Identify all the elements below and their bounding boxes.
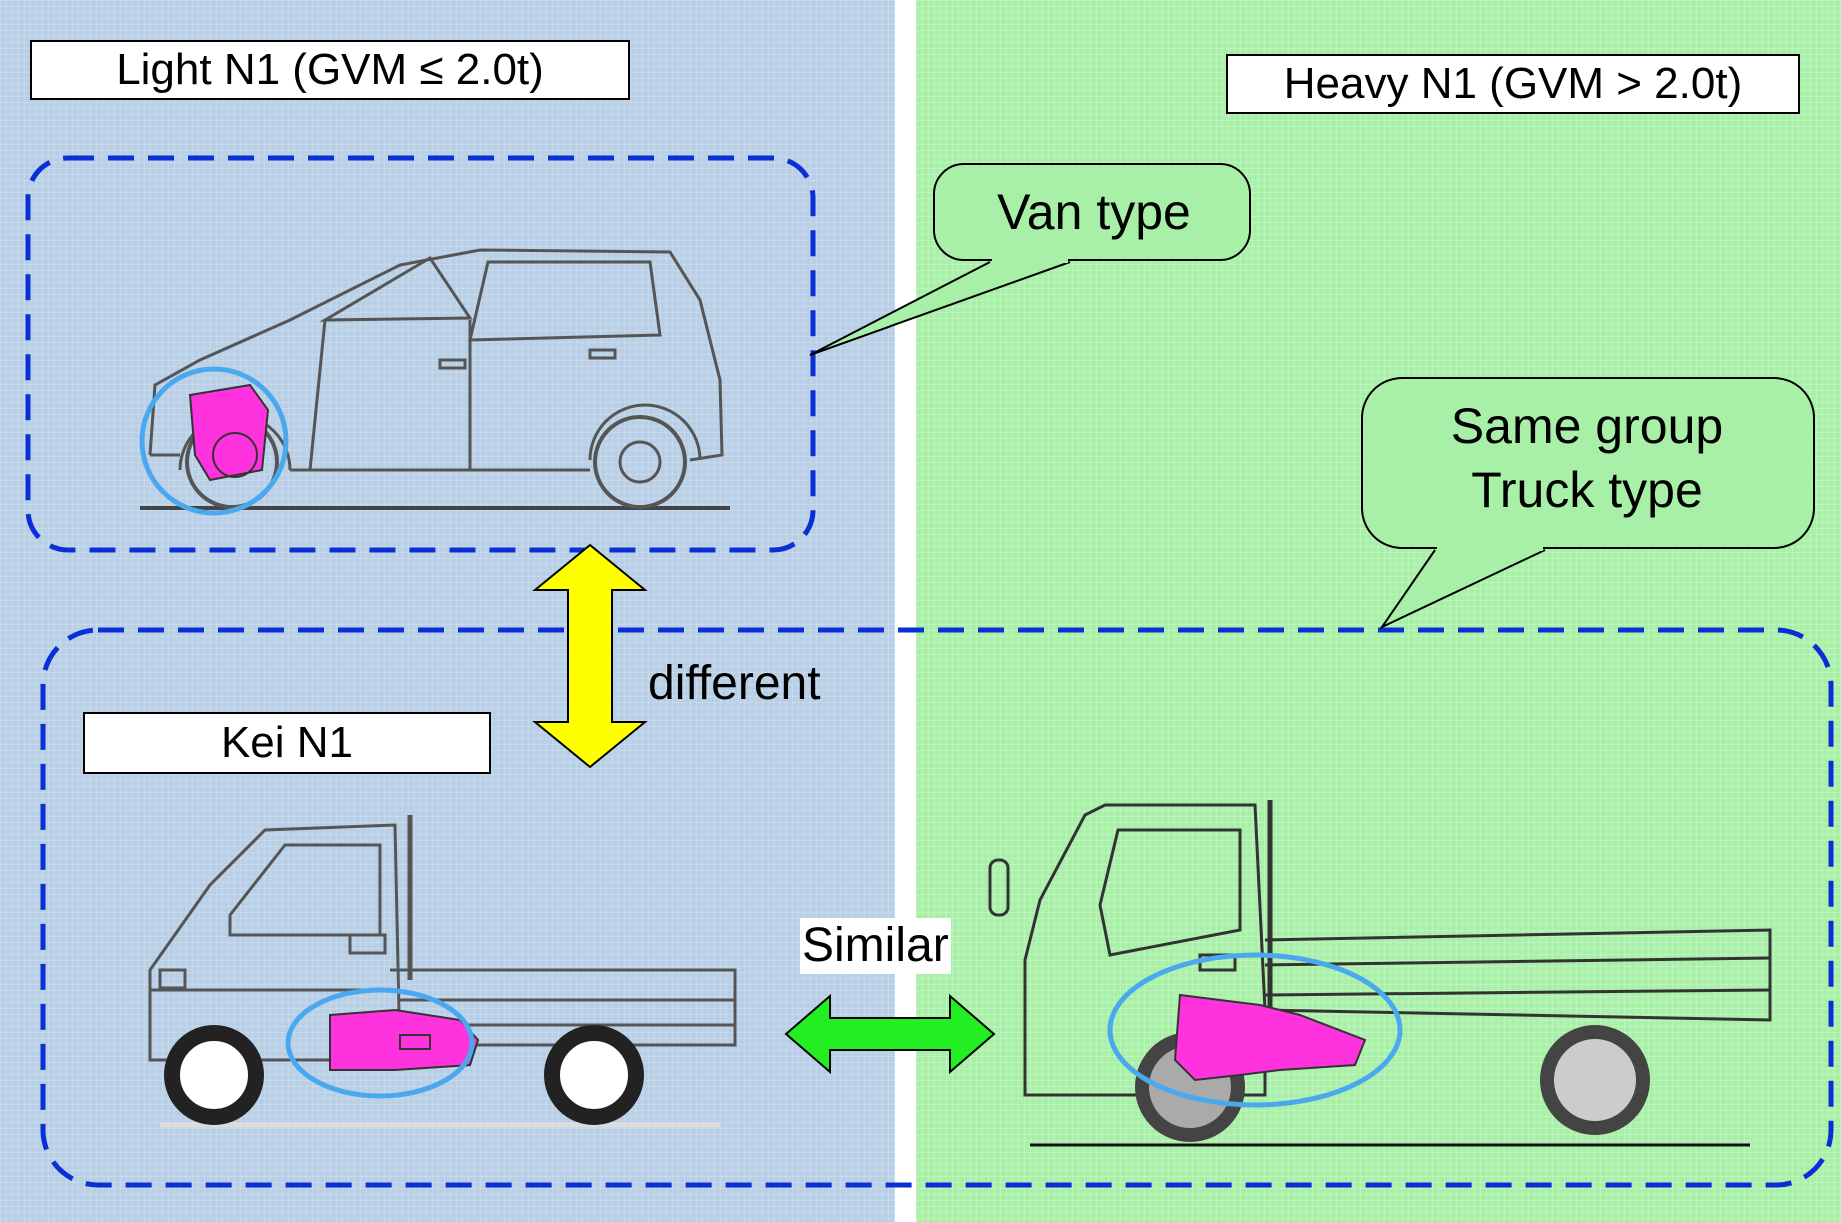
different-arrow — [532, 543, 648, 769]
van-group-box — [25, 155, 816, 553]
heavy-engine-component — [1173, 993, 1367, 1082]
heavy-truck-drawing — [988, 800, 1772, 1147]
different-label: different — [648, 657, 821, 710]
heavy-n1-label: Heavy N1 (GVM > 2.0t) — [1226, 54, 1800, 114]
light-n1-label: Light N1 (GVM ≤ 2.0t) — [30, 40, 630, 100]
truck-callout-line2: Truck type — [1471, 462, 1703, 518]
similar-label: Similar — [800, 918, 951, 974]
van-type-text: Van type — [997, 184, 1191, 240]
truck-group-box — [40, 627, 1834, 1188]
truck-callout-line1: Same group — [1450, 398, 1724, 454]
van-engine-component — [188, 383, 270, 482]
van-callout — [809, 163, 1251, 356]
truck-callout — [1361, 377, 1815, 630]
kei-highlight-ellipse — [285, 987, 475, 1099]
similar-arrow — [784, 993, 996, 1075]
van-highlight-circle — [139, 366, 289, 516]
heavy-wheels — [1135, 1025, 1650, 1142]
truck-type-text: Same group Truck type — [1362, 394, 1812, 522]
kei-n1-label: Kei N1 — [83, 712, 491, 774]
kei-wheels — [164, 1025, 644, 1125]
heavy-highlight-ellipse — [1107, 952, 1403, 1108]
kei-engine-component — [329, 1008, 480, 1071]
